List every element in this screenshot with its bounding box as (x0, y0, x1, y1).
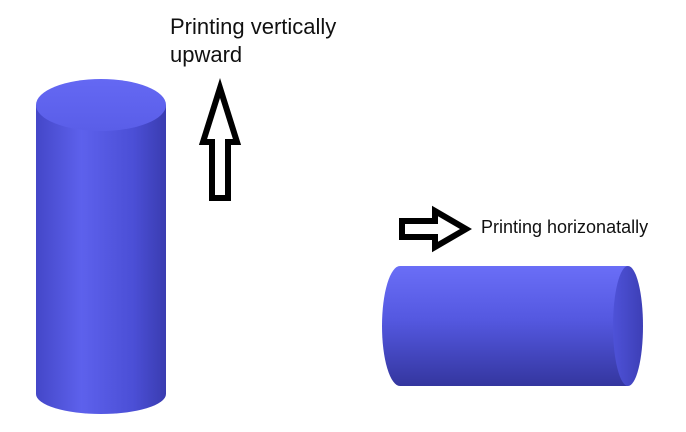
horizontal-cylinder-body (382, 266, 628, 386)
horizontal-cylinder (382, 266, 643, 386)
vertical-cylinder-top-cap (36, 79, 166, 131)
vertical-label-line-2: upward (170, 41, 243, 67)
arrow-up-icon (198, 78, 242, 201)
horizontal-printing-label: Printing horizonatally (481, 217, 649, 237)
vertical-cylinder-body (36, 105, 166, 414)
arrow-right-icon (399, 205, 472, 253)
vertical-printing-label: Printing vertically upward (170, 13, 336, 68)
vertical-label-line-1: Printing vertically (170, 14, 337, 39)
vertical-cylinder (36, 79, 166, 414)
horizontal-cylinder-end-cap (613, 266, 643, 386)
